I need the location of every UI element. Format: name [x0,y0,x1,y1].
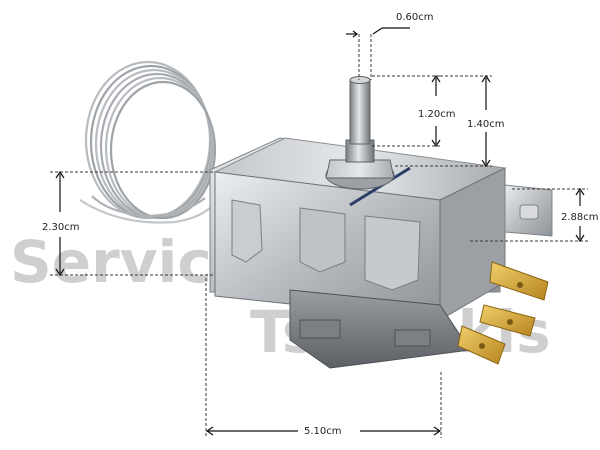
thermostat-body [209,137,507,369]
label-terminal-height-right: 2.88cm [561,212,599,223]
dimension-shaft-length-long: 1.40cm [395,74,505,168]
label-shaft-length-short: 1.20cm [418,109,456,120]
label-shaft-diameter: 0.60cm [396,12,434,23]
dimension-shaft-diameter: 0.60cm [346,12,434,80]
capillary-coil [79,60,217,224]
label-shaft-length-long: 1.40cm [467,119,505,130]
electrical-terminals [457,261,549,365]
dimension-body-width: 5.10cm [205,278,442,438]
dimension-terminal-height-right: 2.88cm [470,187,599,243]
control-shaft [325,76,395,190]
label-body-width: 5.10cm [304,426,342,437]
dimension-shaft-length-short: 1.20cm [372,74,456,148]
dimension-body-height-left: 2.30cm [42,170,215,277]
mounting-tab-right [504,184,553,237]
label-body-height-left: 2.30cm [42,222,80,233]
